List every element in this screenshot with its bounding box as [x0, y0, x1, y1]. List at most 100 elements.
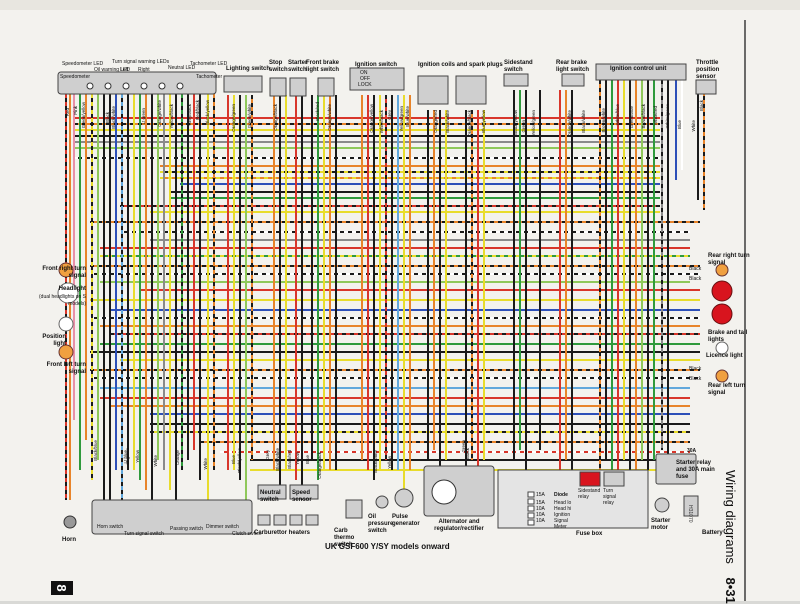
page-top-edge: [0, 0, 800, 10]
stop-switch-box: [269, 77, 287, 97]
side-page-ref: 8•31: [723, 577, 738, 604]
ignition-control-unit-box: [595, 63, 687, 81]
ign-off-label: OFF: [360, 76, 370, 82]
handlebar-switch-box: [91, 499, 253, 535]
carb-thermo-switch-label: Carb thermo switch: [334, 528, 355, 548]
carb-heater-3: [305, 514, 319, 526]
wire-caption-47: Grey: [265, 450, 270, 460]
turn-signal-relay-label: Turn signal relay: [603, 488, 617, 506]
wire-caption-41: Yellow: [135, 450, 140, 463]
horn-label: Horn: [62, 537, 76, 543]
speed-sensor-label: Speed sensor: [292, 490, 312, 503]
figure-ref: H31070: [687, 505, 693, 523]
wire-caption-34: White/red: [653, 106, 658, 126]
cluster-led-2: [122, 82, 130, 90]
licence-light-label: Licence light: [706, 353, 743, 359]
turn-signal-switch-label: Turn signal switch: [124, 531, 164, 537]
sidestand-relay-label: Sidestand relay: [578, 488, 601, 500]
wire-caption-15: Orange/white: [327, 104, 332, 131]
position-light-lamp: [58, 316, 74, 332]
neutral-switch-label: Neutral switch: [260, 490, 281, 503]
passing-switch-label: Passing switch: [170, 526, 204, 532]
fuse-element-1: [527, 498, 535, 505]
wire-caption-57: Lt green: [125, 448, 130, 465]
oil-pressure-switch-label: Oil pressure switch: [368, 514, 394, 534]
brake-tail-lamp-1: [711, 280, 733, 302]
carburettor-heaters-label: Carburettor heaters: [254, 530, 311, 536]
page-number: 8: [51, 581, 73, 595]
ignition-coil-1-box: [417, 75, 449, 105]
instrument-cluster-box: [57, 71, 217, 95]
footer-title: UK GSF600 Y/SY models onward: [325, 542, 450, 551]
wire-caption-54: Yellow: [387, 456, 392, 469]
front-left-turn-lamp: [58, 344, 74, 360]
horn-switch-label: Horn switch: [97, 524, 124, 530]
wire-caption-12: Green/white: [247, 104, 252, 129]
sidestand-relay-box: [579, 471, 601, 487]
wire-caption-10: Black/yellow: [205, 100, 210, 125]
starter-switch-label: Starter switch: [288, 60, 308, 73]
rear-left-turn-lamp: [715, 369, 729, 383]
wire-tag-black-2: Black: [689, 276, 702, 282]
diode-label: Diode: [554, 492, 568, 498]
headlight-lamp: [57, 282, 79, 304]
speedometer-led-label: Speedometer LED: [62, 61, 104, 67]
wire-caption-27: Yellow/green: [531, 110, 536, 136]
rear-brake-switch-box: [561, 73, 585, 87]
wire-caption-52: Orange/black: [317, 452, 322, 479]
wire-caption-21: Orange/red: [433, 110, 438, 133]
turn-signal-leds-label: Turn signal warning LEDs: [112, 59, 170, 65]
pulse-generator-label: Pulse generator: [392, 514, 420, 527]
tachometer-led-label: Tachometer LED: [190, 61, 228, 67]
brake-tail-lights-label: Brake and tail lights: [708, 330, 748, 343]
battery-symbol: [683, 495, 699, 517]
starter-motor-label: Starter motor: [651, 518, 671, 531]
fuse-box-label: Fuse box: [576, 531, 603, 537]
wire-caption-36: Blue: [677, 120, 682, 130]
ignition-control-unit-label: Ignition control unit: [610, 66, 667, 72]
ign-lock-label: LOCK: [358, 82, 372, 88]
wire-caption-0: Red: [65, 108, 70, 117]
battery-label: Battery: [702, 530, 723, 536]
fuse-5-rating: 10A: [536, 518, 545, 524]
wire-caption-28: Orange/white: [567, 110, 572, 137]
wire-caption-7: Yellow/black: [169, 104, 174, 129]
cluster-led-1: [104, 82, 112, 90]
wire-caption-56: Black: [465, 448, 470, 460]
horn-symbol: [63, 515, 77, 529]
alternator-label: Alternator and regulator/rectifier: [434, 519, 484, 532]
wire-caption-1: Pink: [73, 106, 78, 115]
speedometer-label: Speedometer: [60, 74, 91, 80]
licence-lamp: [715, 341, 729, 355]
wire-caption-31: White/blue: [615, 104, 620, 126]
headlight-label: Headlight: [58, 286, 86, 292]
throttle-position-sensor-label: Throttle position sensor: [696, 60, 720, 80]
neutral-led-label: Neutral LED: [168, 65, 196, 71]
lighting-switch-box: [223, 75, 263, 93]
wire-caption-30: Brown/white: [601, 108, 606, 133]
cluster-led-5: [176, 82, 184, 90]
wire-caption-53: Black/white: [373, 450, 378, 473]
wire-caption-4: Black/white: [111, 106, 116, 129]
fuse-1-rating: 15A: [536, 492, 545, 498]
wire-caption-48: Black/white: [275, 448, 280, 471]
wire-caption-39: Black/blue: [93, 440, 98, 461]
wire-caption-33: Brown/black: [641, 104, 646, 129]
wire-caption-43: Orange: [175, 450, 180, 466]
wire-caption-51: Blue: [305, 455, 310, 465]
wire-caption-37: Black: [699, 100, 704, 112]
fuse-2-rating: 15A: [536, 500, 545, 506]
rear-right-turn-signal-label: Rear right turn signal: [708, 253, 750, 266]
wire-caption-20: Blue/white: [405, 106, 410, 127]
rear-brake-light-switch-label: Rear brake light switch: [556, 60, 589, 73]
wire-caption-26: Green: [521, 120, 526, 133]
wire-caption-42: White: [153, 455, 158, 467]
wire-caption-35: White/green: [665, 104, 670, 129]
pulse-generator-symbol: [394, 488, 414, 508]
headlight-note-label: (dual headlights on S models): [39, 294, 86, 307]
wire-caption-50: Yellow: [295, 452, 300, 465]
wire-caption-29: Black/white: [581, 110, 586, 133]
alternator-symbol: [431, 479, 457, 505]
wire-tag-black-3: Black: [689, 366, 702, 372]
position-light-label: Position light: [42, 334, 66, 347]
